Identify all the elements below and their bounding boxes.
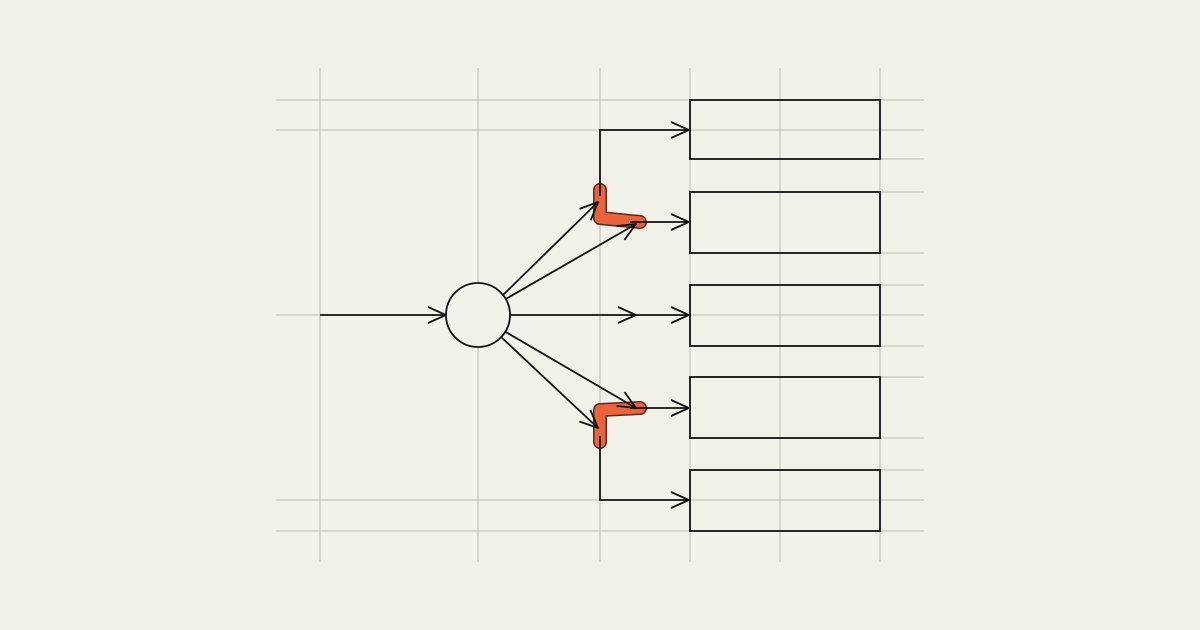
edge-lower-diag-2 xyxy=(499,335,598,428)
edge-elbow-to-box-5 xyxy=(599,436,689,500)
source-node-circle xyxy=(445,282,511,348)
target-box-5 xyxy=(689,469,881,532)
target-box-3 xyxy=(689,284,881,347)
edge-lower-diag-1 xyxy=(503,330,636,408)
edge-upper-diag-1 xyxy=(501,202,598,297)
target-box-4 xyxy=(689,376,881,439)
target-box-1 xyxy=(689,99,881,160)
edges xyxy=(320,130,689,500)
highlight-elbow-upper-fill xyxy=(594,184,646,228)
edge-elbow-to-box-1 xyxy=(599,130,689,196)
edge-upper-diag-2 xyxy=(503,224,636,301)
target-box-2 xyxy=(689,191,881,254)
target-boxes xyxy=(689,99,881,532)
highlighted-bends xyxy=(593,183,647,449)
